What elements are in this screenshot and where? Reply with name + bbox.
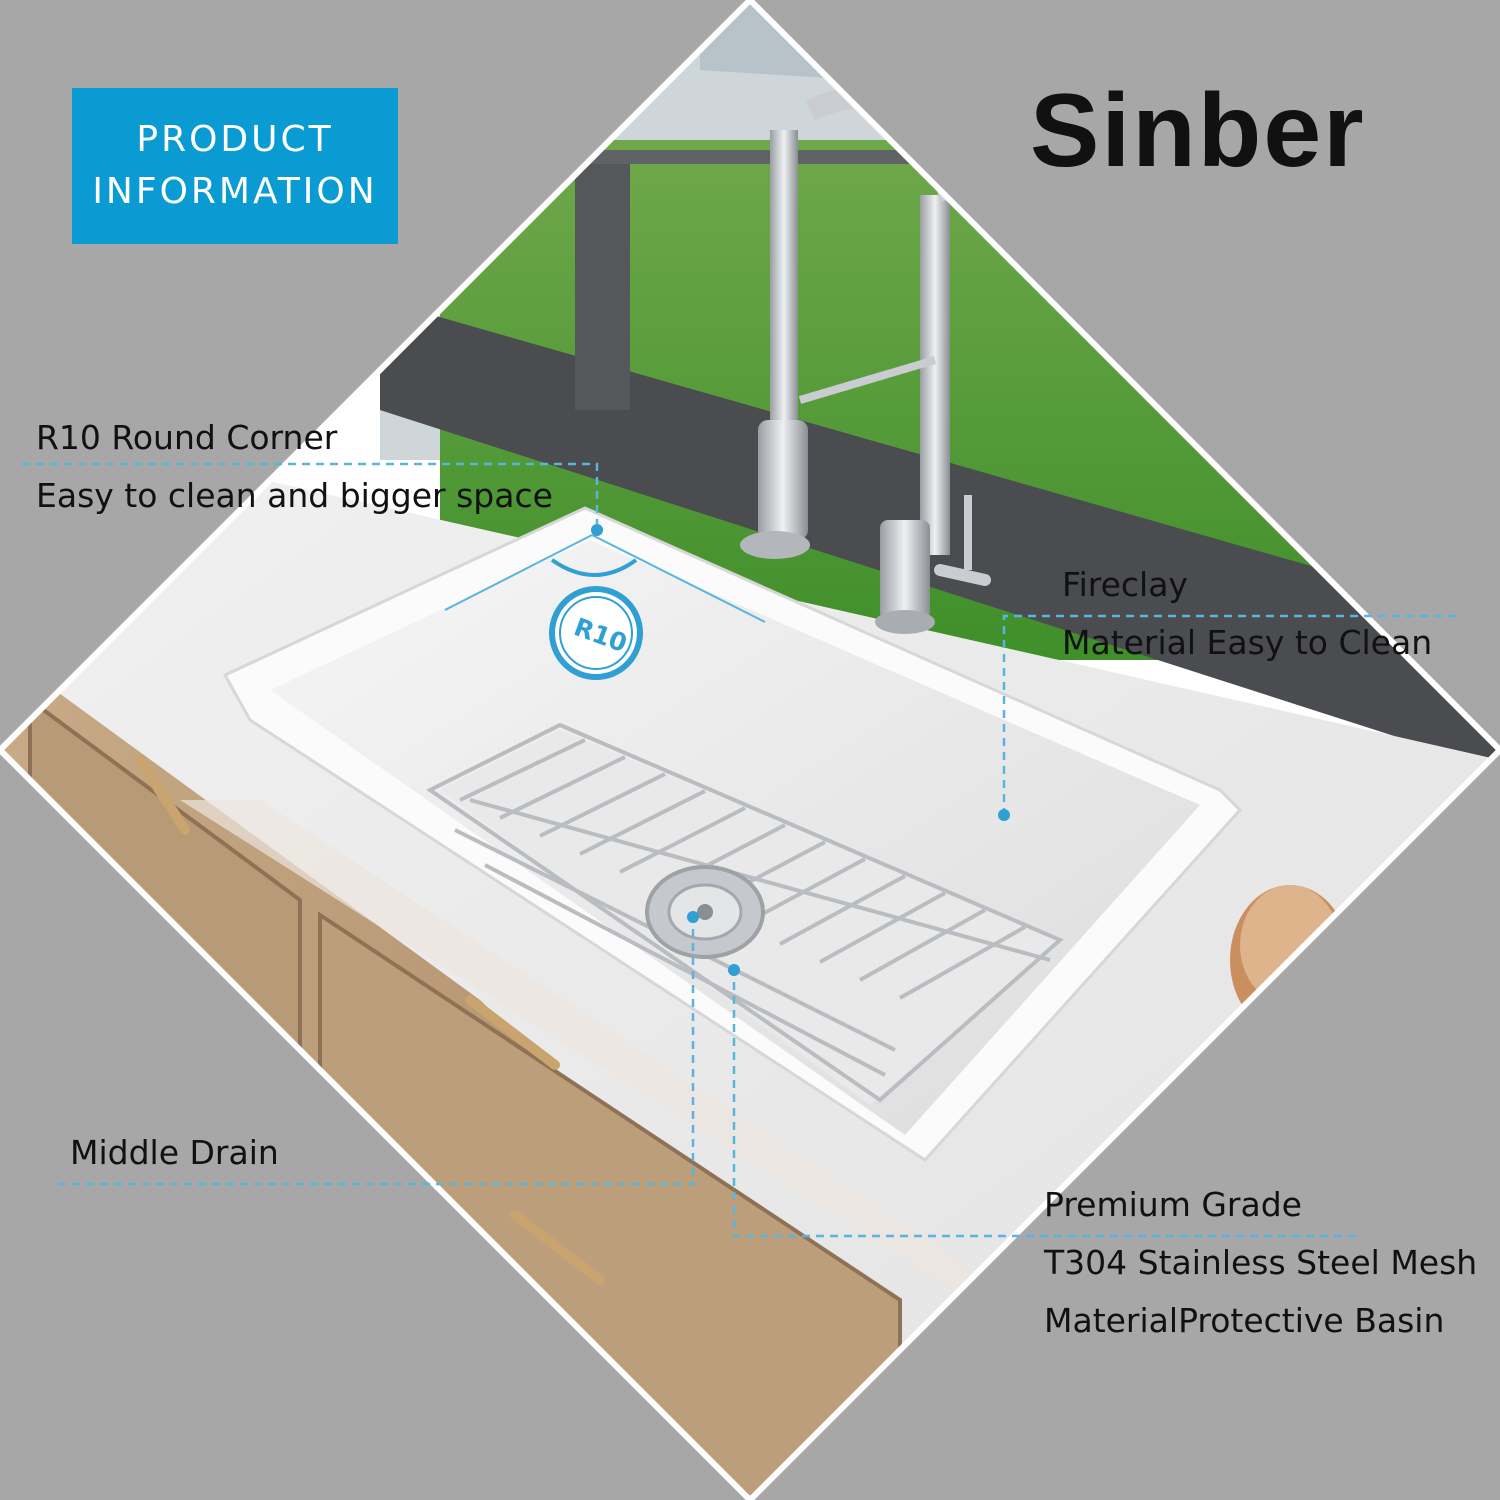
drain-title: Middle Drain (70, 1133, 279, 1172)
anchor-dots (591, 524, 1010, 976)
round-corner-title: R10 Round Corner (36, 418, 338, 457)
product-information-badge: PRODUCT INFORMATION (72, 88, 398, 244)
round-corner-desc: Easy to clean and bigger space (36, 476, 553, 515)
fireclay-title: Fireclay (1062, 565, 1188, 604)
mesh-title: Premium Grade (1044, 1185, 1302, 1224)
brand-logo: Sinber (1030, 78, 1366, 178)
radius-marker (444, 534, 766, 680)
svg-text:Sinber: Sinber (1030, 78, 1366, 178)
mesh-line-3: MaterialProtective Basin (1044, 1301, 1445, 1340)
badge-line-2: INFORMATION (92, 171, 378, 212)
leader-lines (22, 462, 1456, 1238)
callout-middle-drain: Middle Drain (70, 1124, 279, 1182)
callout-stainless-mesh: Premium Grade T304 Stainless Steel Mesh … (1044, 1176, 1477, 1350)
badge-line-1: PRODUCT (136, 119, 334, 160)
callout-fireclay: Fireclay Material Easy to Clean (1062, 556, 1432, 672)
fireclay-desc: Material Easy to Clean (1062, 623, 1433, 662)
mesh-line-2: T304 Stainless Steel Mesh (1044, 1243, 1478, 1282)
callout-round-corner: R10 Round Corner Easy to clean and bigge… (36, 409, 553, 525)
